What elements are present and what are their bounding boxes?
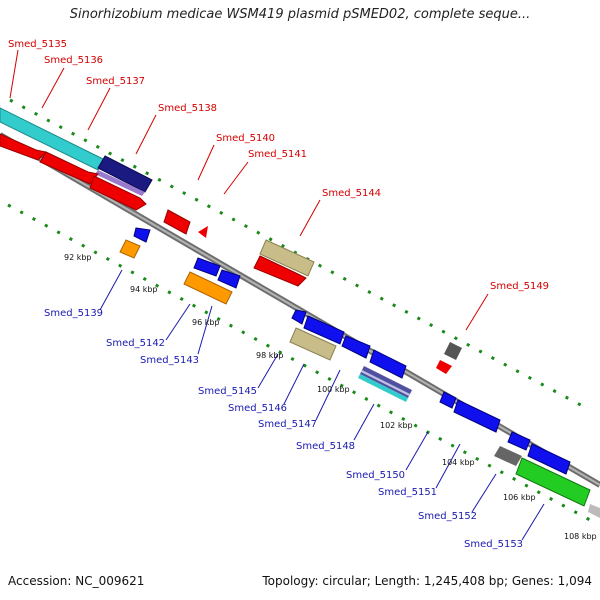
gene-label[interactable]: Smed_5147 xyxy=(258,419,317,430)
gene-feature-blue-2[interactable] xyxy=(193,257,221,277)
gene-label[interactable]: Smed_5140 xyxy=(216,133,275,144)
gene-label[interactable]: Smed_5144 xyxy=(322,188,381,199)
gene-feature-red-3[interactable] xyxy=(89,175,147,211)
gene-label[interactable]: Smed_5136 xyxy=(44,55,103,66)
gene-feature-red-5[interactable] xyxy=(198,226,208,238)
gene-feature-blue-8[interactable] xyxy=(439,391,457,409)
gene-feature-gray-3[interactable] xyxy=(588,504,600,518)
gene-feature-blue-1[interactable] xyxy=(133,227,151,243)
gene-feature-green[interactable] xyxy=(515,457,591,507)
gene-feature-red-1[interactable] xyxy=(0,133,48,161)
gene-label[interactable]: Smed_5148 xyxy=(296,441,355,452)
gene-feature-gray-1[interactable] xyxy=(444,342,462,360)
gene-label[interactable]: Smed_5152 xyxy=(418,511,477,522)
gene-label[interactable]: Smed_5138 xyxy=(158,103,217,114)
gene-feature-blue-10[interactable] xyxy=(507,431,531,451)
plus-callout-lines xyxy=(9,49,489,331)
gene-feature-orange-2[interactable] xyxy=(183,271,233,305)
gene-feature-blue-4[interactable] xyxy=(291,309,307,325)
plus-strand-genes xyxy=(0,107,462,374)
tick-label: 106 kbp xyxy=(503,493,536,502)
gene-label[interactable]: Smed_5137 xyxy=(86,76,145,87)
gene-label[interactable]: Smed_5146 xyxy=(228,403,287,414)
gene-feature-blue-7[interactable] xyxy=(369,349,407,379)
gene-feature-blue-9[interactable] xyxy=(453,399,501,433)
tick-label: 102 kbp xyxy=(380,421,413,430)
gene-label[interactable]: Smed_5139 xyxy=(44,308,103,319)
gene-feature-lavender xyxy=(95,170,145,196)
tick-label: 108 kbp xyxy=(564,532,597,541)
gene-feature-blue-11[interactable] xyxy=(527,443,571,475)
gene-label[interactable]: Smed_5142 xyxy=(106,338,165,349)
gene-feature-red-4[interactable] xyxy=(163,209,191,235)
gene-label[interactable]: Smed_5150 xyxy=(346,470,405,481)
gene-feature-blue-6[interactable] xyxy=(341,335,371,359)
gene-feature-blue-3[interactable] xyxy=(217,269,241,289)
tick-label: 96 kbp xyxy=(192,318,220,327)
gene-label[interactable]: Smed_5153 xyxy=(464,539,523,550)
accession-text: Accession: NC_009621 xyxy=(8,574,145,588)
tick-label: 104 kbp xyxy=(442,458,475,467)
outer-dotted-rail xyxy=(9,98,591,412)
gene-feature-gray-2[interactable] xyxy=(494,446,522,466)
gene-label[interactable]: Smed_5135 xyxy=(8,39,67,50)
topology-summary: Topology: circular; Length: 1,245,408 bp… xyxy=(262,574,592,588)
minus-gene-labels: Smed_5139 Smed_5142 Smed_5143 Smed_5145 … xyxy=(44,308,523,550)
gene-feature-blue-5[interactable] xyxy=(303,315,345,345)
gene-label[interactable]: Smed_5151 xyxy=(378,487,437,498)
gene-feature-striped[interactable] xyxy=(358,366,412,402)
minus-callout-lines xyxy=(99,269,545,541)
position-tick-labels: 92 kbp 94 kbp 96 kbp 98 kbp 100 kbp 102 … xyxy=(64,253,597,541)
gene-feature-red-6[interactable] xyxy=(253,255,307,287)
gene-feature-red-7[interactable] xyxy=(436,360,452,374)
map-title: Sinorhizobium medicae WSM419 plasmid pSM… xyxy=(69,7,531,22)
gene-label[interactable]: Smed_5149 xyxy=(490,281,549,292)
gene-feature-khaki-2[interactable] xyxy=(289,327,337,361)
gene-label[interactable]: Smed_5145 xyxy=(198,386,257,397)
plus-gene-labels: Smed_5135 Smed_5136 Smed_5137 Smed_5138 … xyxy=(8,39,549,292)
tick-label: 94 kbp xyxy=(130,285,158,294)
minus-strand-genes xyxy=(119,227,600,518)
tick-label: 100 kbp xyxy=(317,385,350,394)
gene-label[interactable]: Smed_5141 xyxy=(248,149,307,160)
gene-label[interactable]: Smed_5143 xyxy=(140,355,199,366)
inner-dotted-rail xyxy=(7,203,591,522)
gene-feature-orange-1[interactable] xyxy=(119,239,141,259)
tick-label: 98 kbp xyxy=(256,351,284,360)
tick-label: 92 kbp xyxy=(64,253,92,262)
gene-feature-khaki-1[interactable] xyxy=(259,239,315,277)
